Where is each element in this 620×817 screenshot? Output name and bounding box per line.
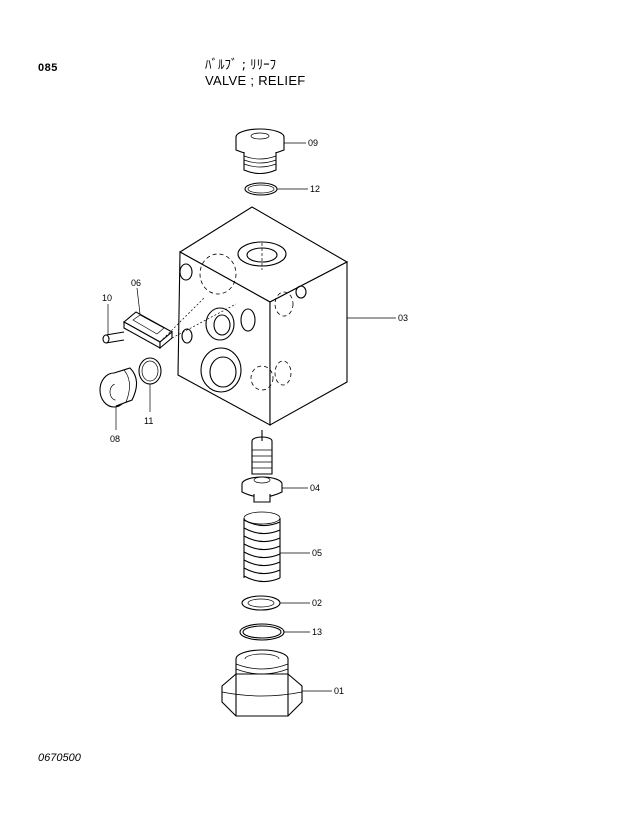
callout-03: 03 (398, 313, 408, 323)
part-10-screw: 10 (102, 293, 125, 344)
callout-10: 10 (102, 293, 112, 303)
drawing-code: 0670500 (38, 752, 81, 764)
callout-12: 12 (310, 184, 320, 194)
callout-04: 04 (310, 483, 320, 493)
part-02-ring: 02 (241, 595, 322, 611)
callout-08: 08 (110, 434, 120, 444)
callout-06: 06 (131, 278, 141, 288)
callout-09: 09 (308, 138, 318, 148)
title-english: VALVE ; RELIEF (205, 73, 306, 88)
callout-02: 02 (312, 598, 322, 608)
part-08-plug: 08 (99, 367, 138, 444)
callout-11: 11 (144, 416, 153, 426)
part-04-poppet: 04 (241, 430, 320, 503)
callout-13: 13 (312, 627, 322, 637)
part-12-o-ring: 12 (244, 182, 320, 196)
part-01-hex-plug: 01 (221, 649, 344, 717)
part-13-o-ring: 13 (239, 623, 322, 641)
part-05-spring: 05 (243, 511, 322, 583)
title-japanese: ﾊﾞﾙﾌﾞ ; ﾘﾘｰﾌ (205, 58, 277, 73)
callout-01: 01 (334, 686, 344, 696)
part-03-valve-body: 03 (177, 206, 408, 426)
part-06-plate: 06 (123, 278, 237, 350)
part-11-o-ring: 11 (138, 357, 162, 426)
callout-05: 05 (312, 548, 322, 558)
page-number: 085 (38, 62, 58, 74)
part-09-plug: 09 (235, 128, 318, 175)
